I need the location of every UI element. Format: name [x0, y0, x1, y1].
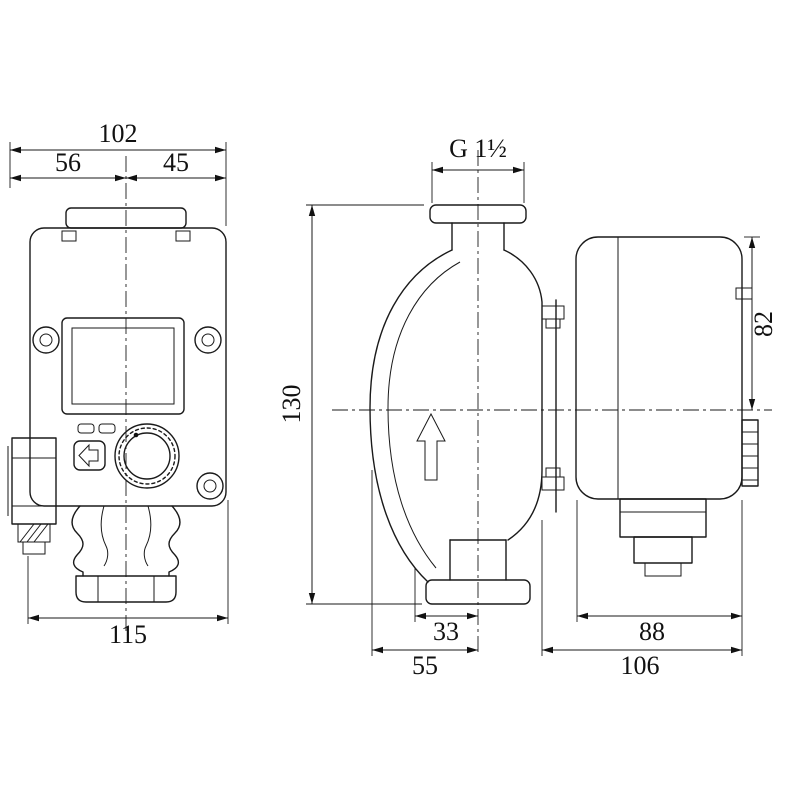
mating-face — [541, 299, 565, 513]
motor-body — [575, 236, 759, 500]
terminal-box — [619, 498, 707, 577]
display-screen — [71, 327, 175, 405]
display-frame — [61, 317, 185, 415]
dim-total-depth-label: 106 — [621, 651, 660, 680]
knob-knurl — [118, 427, 176, 485]
mode-button — [73, 440, 106, 471]
dim-overall-height-label: 130 — [277, 385, 306, 424]
dim-front-offset-label: 55 — [412, 651, 438, 680]
dim-motor-depth-label: 88 — [639, 617, 665, 646]
dim-offset-small-label: 33 — [433, 617, 459, 646]
dim-pipe-connection-label: G 1½ — [449, 134, 507, 163]
motor-tab — [735, 287, 753, 300]
pump-body — [29, 227, 227, 507]
dim-width-right-label: 45 — [163, 148, 189, 177]
right-connector — [741, 419, 759, 487]
knob-index-dot — [133, 432, 139, 438]
body-clip-left — [61, 230, 77, 242]
dim-motor-height-label: 82 — [749, 311, 778, 337]
dim-overall-width-label: 102 — [99, 119, 138, 148]
dim-width-left-label: 56 — [55, 148, 81, 177]
button-arrow-icon — [78, 443, 99, 468]
side-dimensions: G 1½ 130 82 33 88 55 106 — [277, 134, 778, 680]
flow-direction-arrow-icon — [416, 412, 446, 481]
control-knob — [114, 423, 180, 489]
mounting-ears — [32, 326, 224, 500]
connector-box — [7, 437, 57, 555]
indicator-left — [77, 423, 95, 434]
indicator-right — [98, 423, 116, 434]
volute-and-nut — [71, 505, 181, 603]
body-clip-right — [175, 230, 191, 242]
front-dimensions: 102 56 45 115 — [9, 119, 229, 649]
dim-base-width-label: 115 — [109, 620, 147, 649]
front-view: 102 56 45 115 — [7, 119, 229, 649]
side-view: G 1½ 130 82 33 88 55 106 — [277, 134, 778, 680]
pump-housing — [369, 249, 543, 583]
